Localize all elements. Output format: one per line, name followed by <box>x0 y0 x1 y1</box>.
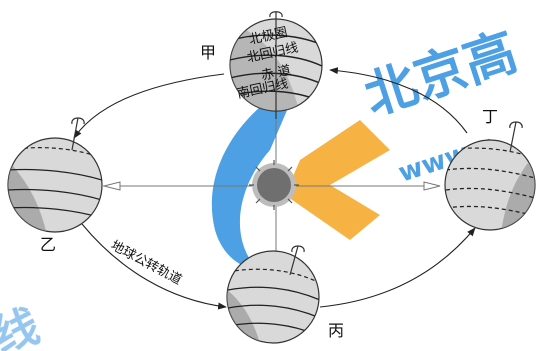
globe-yi <box>7 117 103 233</box>
orbit-arc-jia-to-yi <box>73 73 225 139</box>
watermark-logo-blue <box>211 80 300 270</box>
globe-jia: 北极圈 北回归线 赤 道 南回归线 <box>229 11 323 119</box>
orbit-path <box>73 67 476 310</box>
watermark-logo-orange <box>285 120 390 240</box>
label-orbit: 地球公转轨道 <box>108 238 184 288</box>
label-equator: 赤 道 <box>260 63 293 84</box>
orbit-arc-yi-to-bing <box>81 223 227 310</box>
orbit-arc-ding-to-jia <box>329 67 468 134</box>
label-bing: 丙 <box>328 321 344 340</box>
watermark-text: 北京高 <box>357 22 524 127</box>
globe-bing <box>226 245 320 344</box>
orbit-arc-bing-to-ding <box>319 227 476 308</box>
label-yi: 乙 <box>40 235 56 254</box>
label-ding: 丁 <box>482 107 498 126</box>
label-jia: 甲 <box>200 43 216 62</box>
watermark-corner: 线 <box>0 300 45 351</box>
sun <box>249 160 299 210</box>
